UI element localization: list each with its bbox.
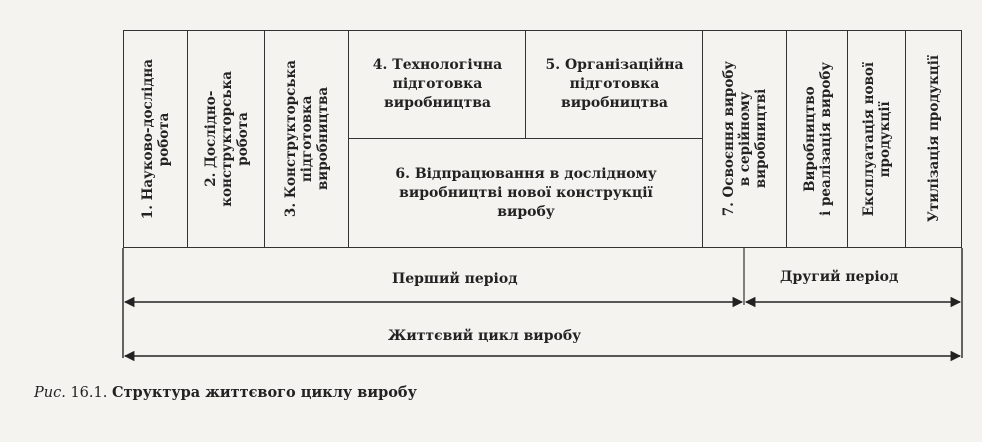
first-period-label: Перший період [392, 271, 518, 287]
caption-number: 16.1. [70, 385, 108, 401]
divider [702, 30, 703, 248]
figure-caption: Рис. 16.1. Структура життєвого циклу вир… [34, 384, 417, 401]
stages-table [123, 30, 962, 248]
divider [786, 30, 787, 248]
divider [348, 30, 349, 248]
divider [187, 30, 188, 248]
divider [525, 30, 526, 138]
caption-title: Структура життєвого циклу виробу [111, 384, 417, 401]
divider [348, 138, 702, 139]
divider [264, 30, 265, 248]
stage-pilot-production-label: 6. Відпрацювання в дослідному виробництв… [395, 166, 657, 220]
divider [905, 30, 906, 248]
stage-organizational-preparation-label: 5. Організаційна підготовка виробництва [545, 57, 684, 111]
second-period-label: Другий період [780, 269, 899, 285]
stage-technological-preparation-label: 4. Технологічна підготовка виробництва [372, 57, 503, 111]
stage-technological-preparation: 4. Технологічна підготовка виробництва [350, 31, 525, 138]
stage-pilot-production: 6. Відпрацювання в дослідному виробництв… [350, 140, 702, 247]
caption-prefix: Рис. [34, 385, 66, 401]
divider [847, 30, 848, 248]
stage-organizational-preparation: 5. Організаційна підготовка виробництва [527, 31, 702, 138]
lifecycle-label: Життєвий цикл виробу [388, 328, 582, 344]
